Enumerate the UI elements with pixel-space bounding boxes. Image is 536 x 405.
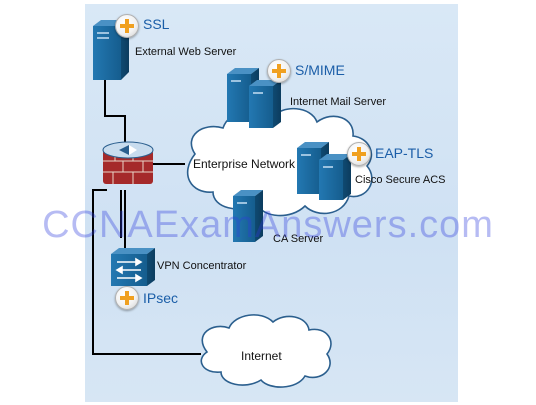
acs-server-icon bbox=[297, 142, 351, 200]
protocol-eaptls: EAP-TLS bbox=[375, 145, 434, 161]
firewall-icon bbox=[102, 141, 154, 184]
plus-icon-smime bbox=[267, 59, 291, 83]
plus-icon-ipsec bbox=[115, 286, 139, 310]
link-firewall-internet bbox=[92, 189, 201, 355]
protocol-ipsec: IPsec bbox=[143, 290, 179, 306]
label-vpn: VPN Concentrator bbox=[157, 260, 247, 272]
link-web-firewall bbox=[104, 80, 126, 144]
plus-icon-ssl bbox=[115, 14, 139, 38]
protocol-smime: S/MIME bbox=[295, 62, 345, 78]
label-enterprise-network: Enterprise Network bbox=[193, 157, 296, 171]
label-web-server: External Web Server bbox=[135, 46, 237, 58]
watermark: CCNAExamAnswers.com bbox=[42, 204, 494, 246]
plus-icon-eaptls bbox=[347, 142, 371, 166]
label-mail-server: Internet Mail Server bbox=[290, 96, 386, 108]
label-acs: Cisco Secure ACS bbox=[355, 174, 446, 186]
connection-lines bbox=[92, 80, 201, 355]
ca-server-icon bbox=[233, 190, 263, 242]
protocol-ssl: SSL bbox=[143, 16, 170, 32]
network-diagram: SSL S/MIME EAP-TLS IPsec External Web Se… bbox=[85, 4, 458, 402]
vpn-concentrator-icon bbox=[111, 248, 155, 286]
label-internet: Internet bbox=[241, 349, 282, 363]
internet-cloud bbox=[200, 314, 332, 388]
label-ca-server: CA Server bbox=[273, 233, 324, 245]
